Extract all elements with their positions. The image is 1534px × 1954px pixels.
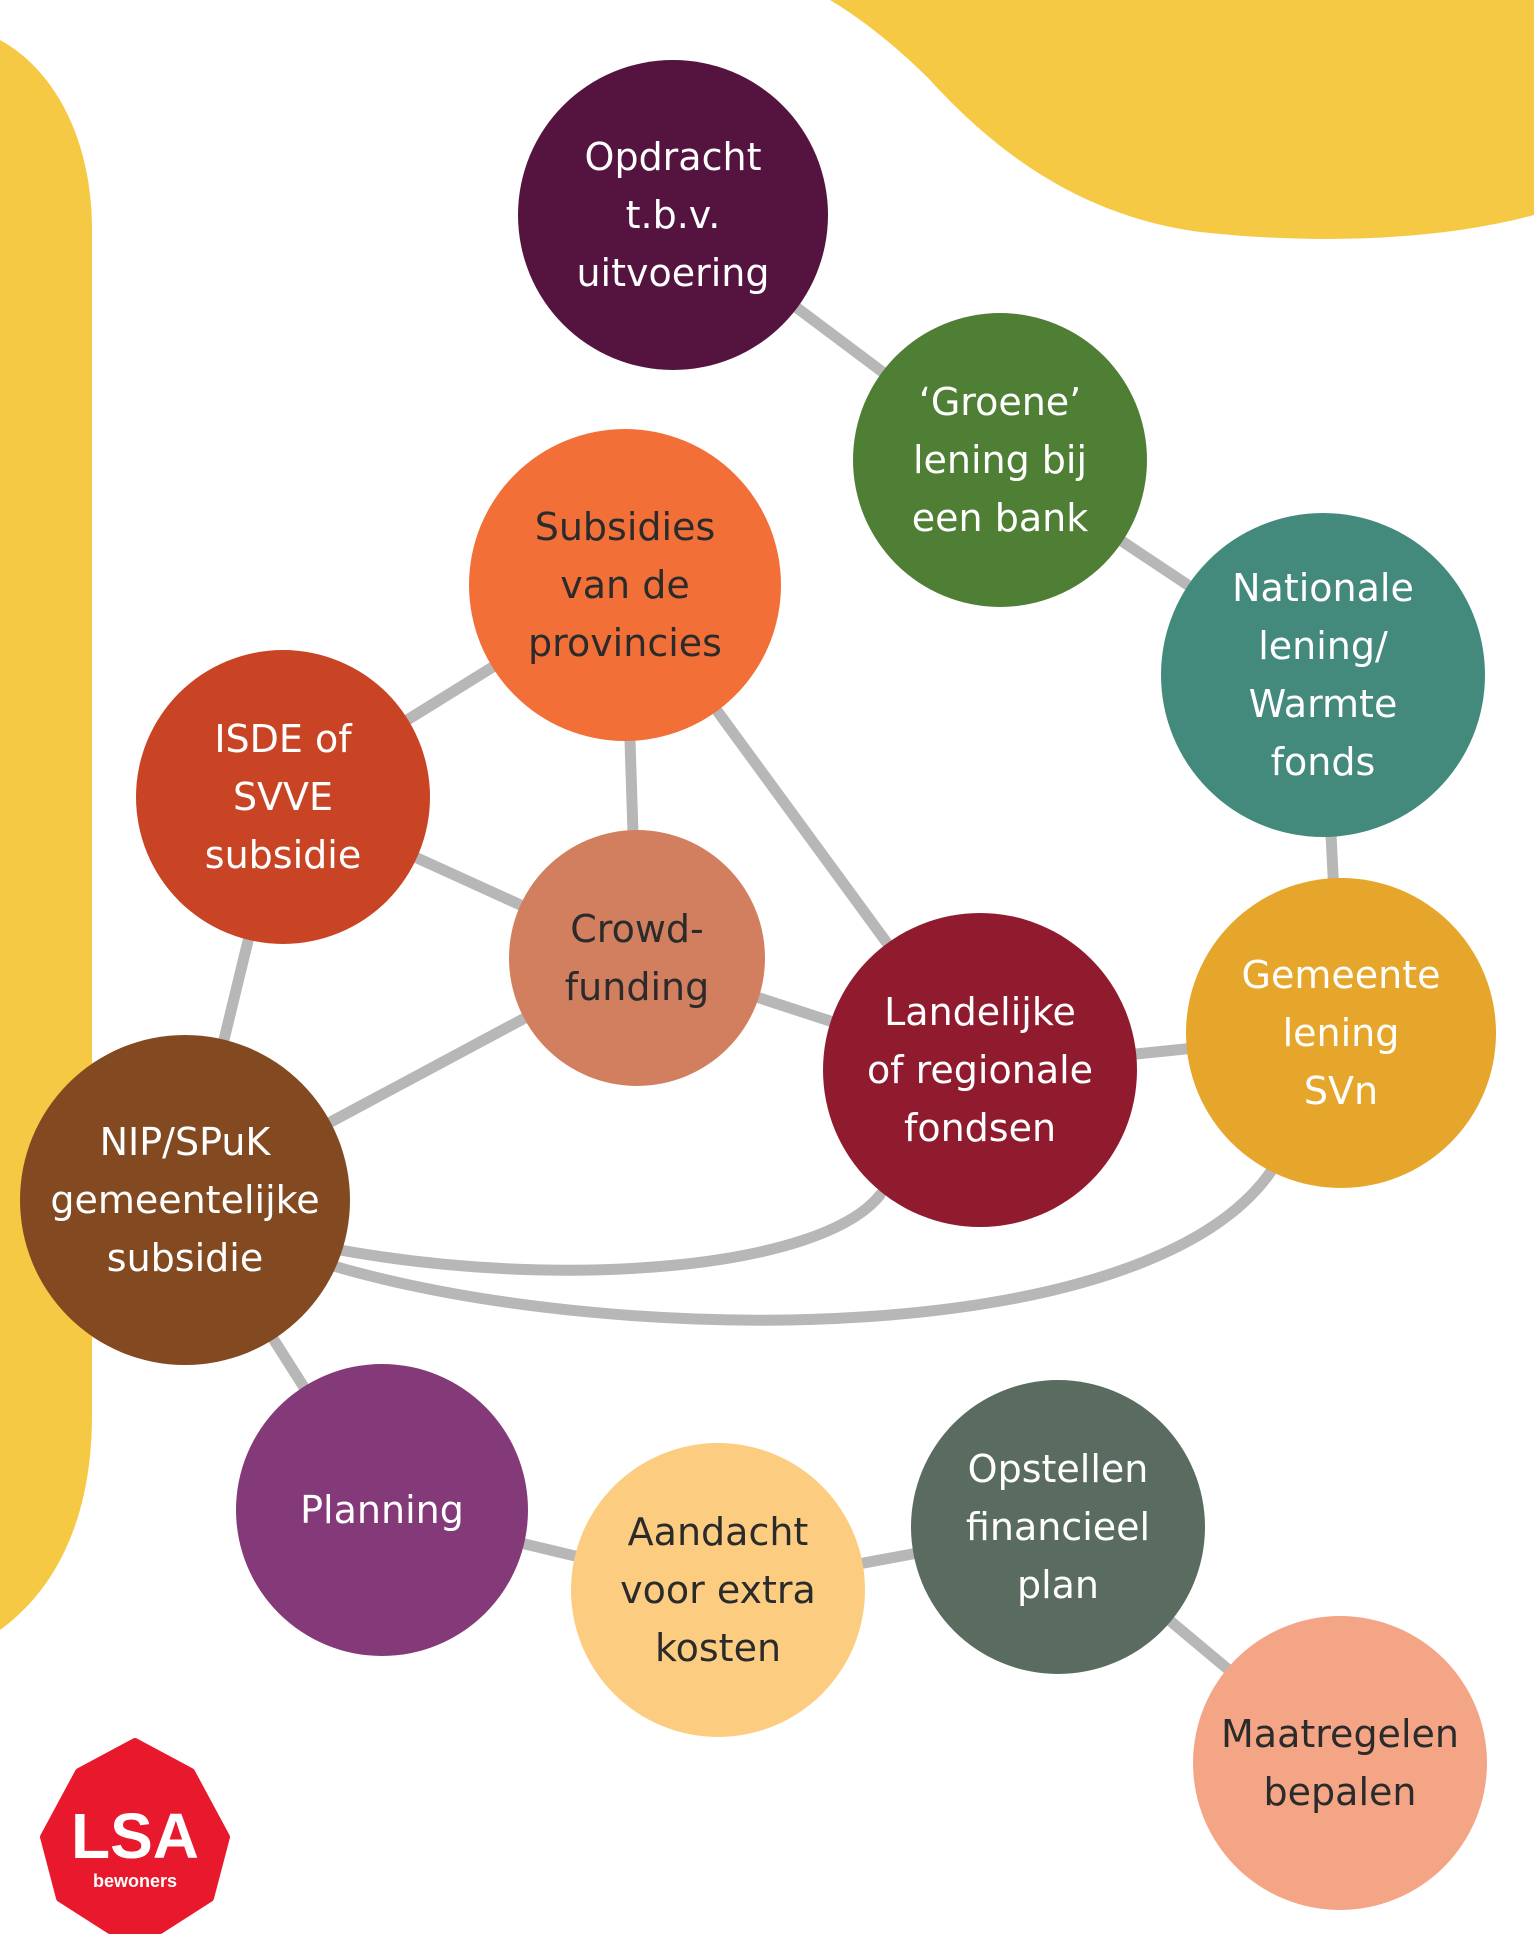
node-circle-gemeente (1186, 878, 1496, 1188)
node-circle-landelijke (823, 913, 1137, 1227)
node-circle-nationale (1161, 513, 1485, 837)
node-label-opdracht-line-1: t.b.v. (626, 193, 721, 237)
logo-sub-text: bewoners (93, 1871, 177, 1891)
node-label-planning-line-0: Planning (300, 1488, 464, 1532)
node-label-nationale-line-0: Nationale (1232, 566, 1414, 610)
node-aandacht: Aandacht voor extra kosten (571, 1443, 865, 1737)
node-planning: Planning (236, 1364, 528, 1656)
node-label-gemeente-line-1: lening (1283, 1011, 1400, 1055)
node-label-crowd-line-1: funding (565, 965, 709, 1009)
node-label-opdracht-line-2: uitvoering (576, 251, 769, 295)
node-label-landelijke-line-1: of regionale (867, 1048, 1093, 1092)
node-opdracht: Opdracht t.b.v. uitvoering (518, 60, 828, 370)
logo-heptagon-shape (40, 1738, 230, 1934)
node-label-isde-line-0: ISDE of (214, 717, 353, 761)
node-label-crowd-line-0: Crowd- (570, 907, 703, 951)
node-label-gemeente-line-0: Gemeente (1242, 953, 1441, 997)
edge-nip-landelijke (334, 1189, 886, 1276)
node-label-aandacht-line-0: Aandacht (628, 1510, 809, 1554)
node-label-gemeente-line-2: SVn (1304, 1069, 1378, 1113)
node-subsidies: Subsidies van de provincies (469, 429, 781, 741)
logo-main-text: LSA (71, 1800, 199, 1872)
nodes-layer: Opdracht t.b.v. uitvoering ‘Groene’ lening b… (20, 60, 1496, 1910)
node-maatregelen: Maatregelen bepalen (1193, 1616, 1487, 1910)
node-crowd: Crowd-funding (509, 830, 765, 1086)
node-label-nationale-line-2: Warmte (1249, 682, 1398, 726)
node-landelijke: Landelijke of regionale fondsen (823, 913, 1137, 1227)
node-nip: NIP/SPuK gemeentelijke subsidie (20, 1035, 350, 1365)
node-label-groene-line-0: ‘Groene’ (919, 380, 1081, 424)
node-label-maatregelen-line-0: Maatregelen (1221, 1712, 1459, 1756)
node-circle-planning (236, 1364, 528, 1656)
node-circle-opdracht (518, 60, 828, 370)
node-nationale: Nationale lening/Warmte fonds (1161, 513, 1485, 837)
node-label-nip-line-0: NIP/SPuK (100, 1120, 272, 1164)
yellow-top-right-shape (830, 0, 1534, 239)
edge-nip-gemeente (324, 1164, 1278, 1326)
node-label-opstellen-line-1: financieel (966, 1505, 1150, 1549)
yellow-left-band-shape (0, 40, 92, 1630)
node-circle-maatregelen (1193, 1616, 1487, 1910)
node-label-opdracht-line-0: Opdracht (585, 135, 762, 179)
lsa-logo: LSA bewoners (40, 1738, 230, 1934)
node-label-nip-line-1: gemeentelijke (50, 1178, 319, 1222)
node-label-groene-line-2: een bank (912, 496, 1088, 540)
node-label-landelijke-line-0: Landelijke (884, 990, 1076, 1034)
node-label-nationale-line-1: lening/ (1258, 624, 1388, 668)
node-groene: ‘Groene’ lening bij een bank (853, 313, 1147, 607)
node-label-subsidies-line-2: provincies (528, 621, 722, 665)
node-circle-nip (20, 1035, 350, 1365)
node-label-nationale-line-3: fonds (1271, 740, 1376, 784)
node-label-aandacht-line-2: kosten (655, 1626, 781, 1670)
node-circle-subsidies (469, 429, 781, 741)
node-label-isde-line-1: SVVE (233, 775, 333, 819)
node-label-aandacht-line-1: voor extra (620, 1568, 816, 1612)
node-label-opstellen-line-0: Opstellen (968, 1447, 1149, 1491)
node-circle-crowd (509, 830, 765, 1086)
node-label-maatregelen-line-1: bepalen (1264, 1770, 1417, 1814)
node-label-landelijke-line-2: fondsen (904, 1106, 1056, 1150)
node-circle-opstellen (911, 1380, 1205, 1674)
node-label-opstellen-line-2: plan (1017, 1563, 1099, 1607)
node-opstellen: Opstellen financieel plan (911, 1380, 1205, 1674)
node-label-subsidies-line-1: van de (560, 563, 689, 607)
node-label-nip-line-2: subsidie (107, 1236, 263, 1280)
node-circle-isde (136, 650, 430, 944)
node-isde: ISDE of SVVE subsidie (136, 650, 430, 944)
node-label-groene-line-1: lening bij (913, 438, 1087, 482)
node-label-subsidies-line-0: Subsidies (535, 505, 716, 549)
node-circle-groene (853, 313, 1147, 607)
node-circle-aandacht (571, 1443, 865, 1737)
node-label-isde-line-2: subsidie (205, 833, 361, 877)
